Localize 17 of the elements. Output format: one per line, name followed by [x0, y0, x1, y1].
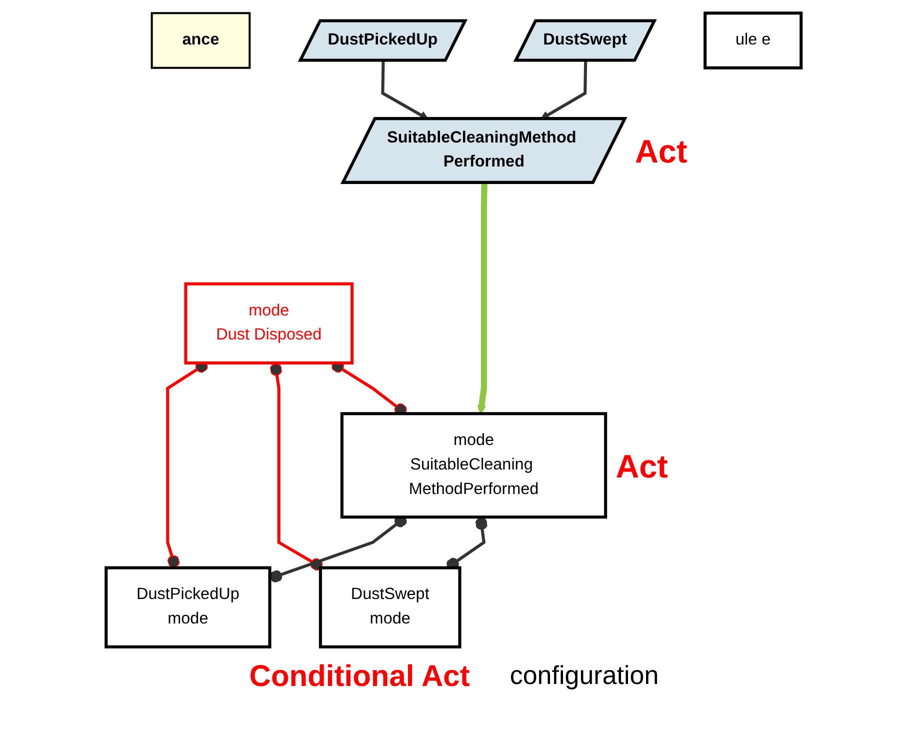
node-box: mode SuitableCleaning MethodPerformed: [340, 412, 608, 519]
node-box: DustSwept: [514, 19, 658, 62]
node-box: mode Dust Disposed: [184, 282, 354, 364]
connector-line: [382, 60, 429, 120]
connector-line: [478, 182, 488, 414]
connector-line: [540, 60, 588, 120]
node-box: DustPickedUp: [298, 19, 468, 62]
node-box: ule e: [704, 12, 803, 70]
connector-line: [270, 362, 324, 571]
act-label: Act: [635, 134, 688, 170]
node-box: DustSwept mode: [319, 566, 462, 648]
node-box: SuitableCleaningMethod Performed: [340, 117, 628, 184]
act-label: Act: [616, 448, 668, 485]
heading-label: Conditional Act: [249, 660, 470, 694]
caption-text: configuration: [510, 660, 659, 692]
node-box: ance: [151, 12, 252, 69]
node-box: DustPickedUp mode: [104, 566, 272, 648]
